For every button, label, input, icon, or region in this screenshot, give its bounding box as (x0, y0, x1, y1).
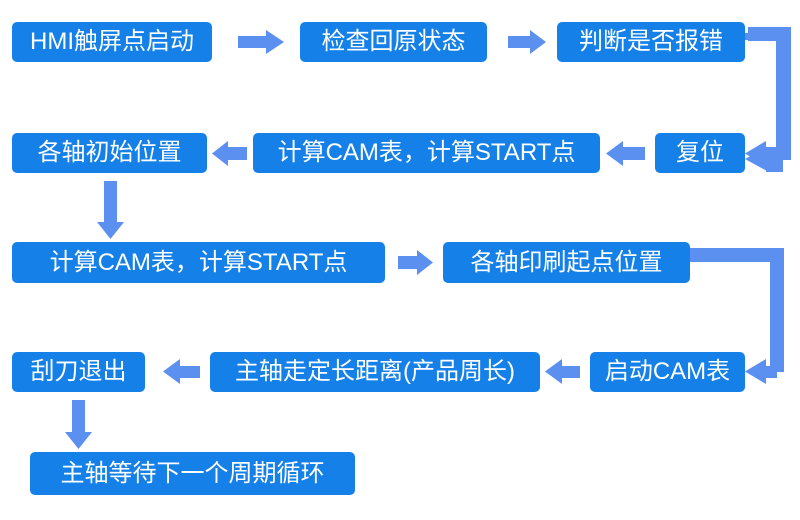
flow-node-calc-cam-start-1[interactable]: 计算CAM表，计算START点 (253, 133, 600, 173)
flow-node-spindle-wait-next-cycle[interactable]: 主轴等待下一个周期循环 (30, 452, 355, 495)
connector-arrow-left-n4-n5 (606, 141, 645, 166)
flow-node-judge-error[interactable]: 判断是否报错 (557, 22, 745, 62)
connector-arrow-down-n11-n12 (65, 400, 92, 449)
flow-node-calc-cam-start-2[interactable]: 计算CAM表，计算START点 (12, 242, 385, 283)
connector-arrow-right-n7-n8 (398, 250, 433, 275)
flow-node-reset[interactable]: 复位 (655, 133, 745, 173)
flow-node-hmi-start[interactable]: HMI触屏点启动 (12, 22, 212, 62)
connector-arrow-left-n9-n10 (545, 359, 580, 384)
flow-node-check-home-status[interactable]: 检查回原状态 (300, 22, 487, 62)
flow-node-axis-initial-pos[interactable]: 各轴初始位置 (12, 133, 207, 173)
connector-elbow-n3-n4 (745, 27, 791, 172)
connector-arrow-left-n10-n11 (163, 359, 200, 384)
flow-node-scraper-retract[interactable]: 刮刀退出 (12, 352, 145, 392)
flow-node-spindle-fixed-dist[interactable]: 主轴走定长距离(产品周长) (210, 352, 540, 392)
flow-node-start-cam-table[interactable]: 启动CAM表 (590, 352, 745, 392)
connector-arrow-left-n5-n6 (212, 141, 247, 166)
connector-arrow-down-n6-n7 (97, 181, 124, 239)
flow-node-axis-print-origin[interactable]: 各轴印刷起点位置 (443, 242, 690, 283)
connector-arrow-right-n1-n2 (238, 30, 284, 54)
connector-arrow-right-n2-n3 (508, 30, 546, 54)
